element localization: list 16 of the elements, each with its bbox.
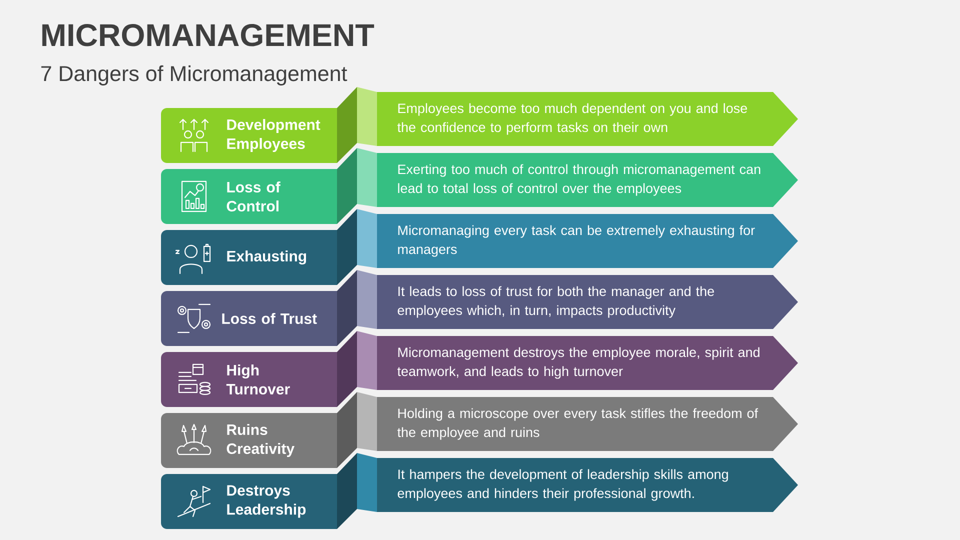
arrow-banner: It hampers the development of leadership skills among employees and hinders their professional growth. <box>377 458 798 512</box>
label-box: Loss of Control <box>161 168 337 224</box>
arrow-banner: Holding a microscope over every task stifles the freedom of the employee and ruins <box>377 396 798 451</box>
arrow-banner: Employees become too much dependent on you and lose the confidence to perform tasks on their own <box>377 92 798 146</box>
label-box: Ruins Creativity <box>161 412 337 468</box>
arrow-banner: Exerting too much of control through micromanagement can lead to total loss of control over the employees <box>377 152 798 207</box>
arrow-banner: It leads to loss of trust for both the manager and the employees which, in turn, impacts productivity <box>377 274 798 329</box>
title: MICROMANAGEMENT <box>42 24 374 46</box>
arrow-banner: Micromanagement destroys the employee morale, spirit and teamwork, and leads to high turnover <box>377 336 798 390</box>
arrow-banner: Micromanaging every task can be extremely exhausting for managers <box>377 214 798 268</box>
label-box: Destroys Leadership <box>161 474 337 529</box>
subtitle: 7 Dangers of Micromanagement <box>41 65 348 86</box>
label-box: Loss of Trust <box>161 290 337 346</box>
label-box: Development Employees <box>161 108 337 163</box>
label-box: Exhausting <box>161 230 337 285</box>
label-box: High Turnover <box>161 352 337 407</box>
